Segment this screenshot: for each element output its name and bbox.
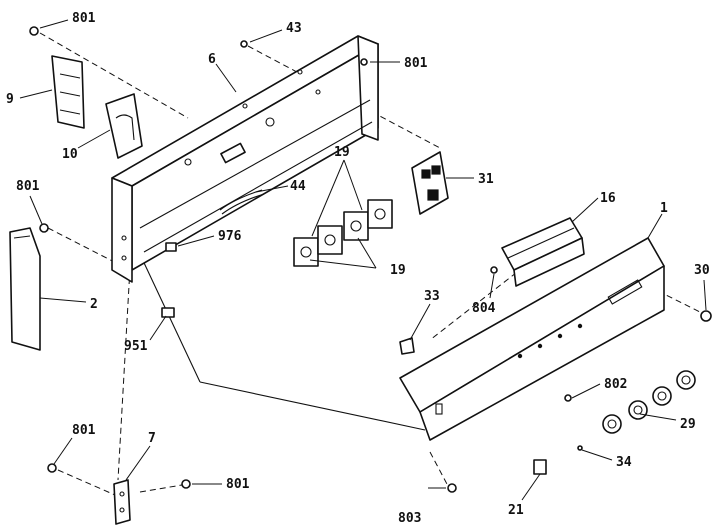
callout-801-left: 801 bbox=[16, 179, 40, 194]
callout-801-bottom-right: 801 bbox=[226, 477, 250, 492]
callout-21: 21 bbox=[508, 503, 524, 518]
callout-29: 29 bbox=[680, 417, 696, 432]
callout-19-top: 19 bbox=[334, 145, 350, 160]
callout-16: 16 bbox=[600, 191, 616, 206]
part-30 bbox=[700, 310, 712, 322]
display-unit-part-16 bbox=[501, 217, 585, 287]
callout-34: 34 bbox=[616, 455, 632, 470]
back-frame-part-6 bbox=[111, 35, 379, 283]
callout-804: 804 bbox=[472, 301, 496, 316]
callout-30: 30 bbox=[694, 263, 710, 278]
callout-43: 43 bbox=[286, 21, 302, 36]
leader-lines bbox=[19, 19, 707, 501]
callout-801-bottom-left: 801 bbox=[72, 423, 96, 438]
bracket-part-9 bbox=[51, 55, 85, 129]
part-21 bbox=[533, 459, 547, 475]
callout-31: 31 bbox=[478, 172, 494, 187]
callout-44: 44 bbox=[290, 179, 306, 194]
callout-9: 9 bbox=[6, 92, 14, 107]
callout-951: 951 bbox=[124, 339, 148, 354]
screws bbox=[29, 26, 583, 493]
bracket-part-10 bbox=[105, 93, 143, 159]
callout-19-bottom: 19 bbox=[390, 263, 406, 278]
knobs-part-29 bbox=[602, 370, 696, 434]
clip-part-951 bbox=[161, 307, 175, 318]
callout-801-right: 801 bbox=[404, 56, 428, 71]
callout-976: 976 bbox=[218, 229, 242, 244]
callout-labels: 801 43 801 9 6 10 19 31 801 44 976 16 1 … bbox=[6, 11, 710, 526]
callout-801-top: 801 bbox=[72, 11, 96, 26]
callout-2: 2 bbox=[90, 297, 98, 312]
callout-6: 6 bbox=[208, 52, 216, 67]
callout-7: 7 bbox=[148, 431, 156, 446]
control-panel-part-1 bbox=[399, 237, 665, 441]
bracket-part-7 bbox=[113, 479, 131, 525]
control-board-part-31 bbox=[411, 151, 449, 215]
part-33 bbox=[399, 337, 415, 355]
switches-part-19 bbox=[293, 199, 393, 267]
side-panel-part-2 bbox=[9, 227, 41, 351]
callout-10: 10 bbox=[62, 147, 78, 162]
callout-802: 802 bbox=[604, 377, 627, 392]
callout-1: 1 bbox=[660, 201, 668, 216]
clip-part-976 bbox=[165, 242, 177, 252]
callout-803: 803 bbox=[398, 511, 421, 526]
callout-33: 33 bbox=[424, 289, 440, 304]
